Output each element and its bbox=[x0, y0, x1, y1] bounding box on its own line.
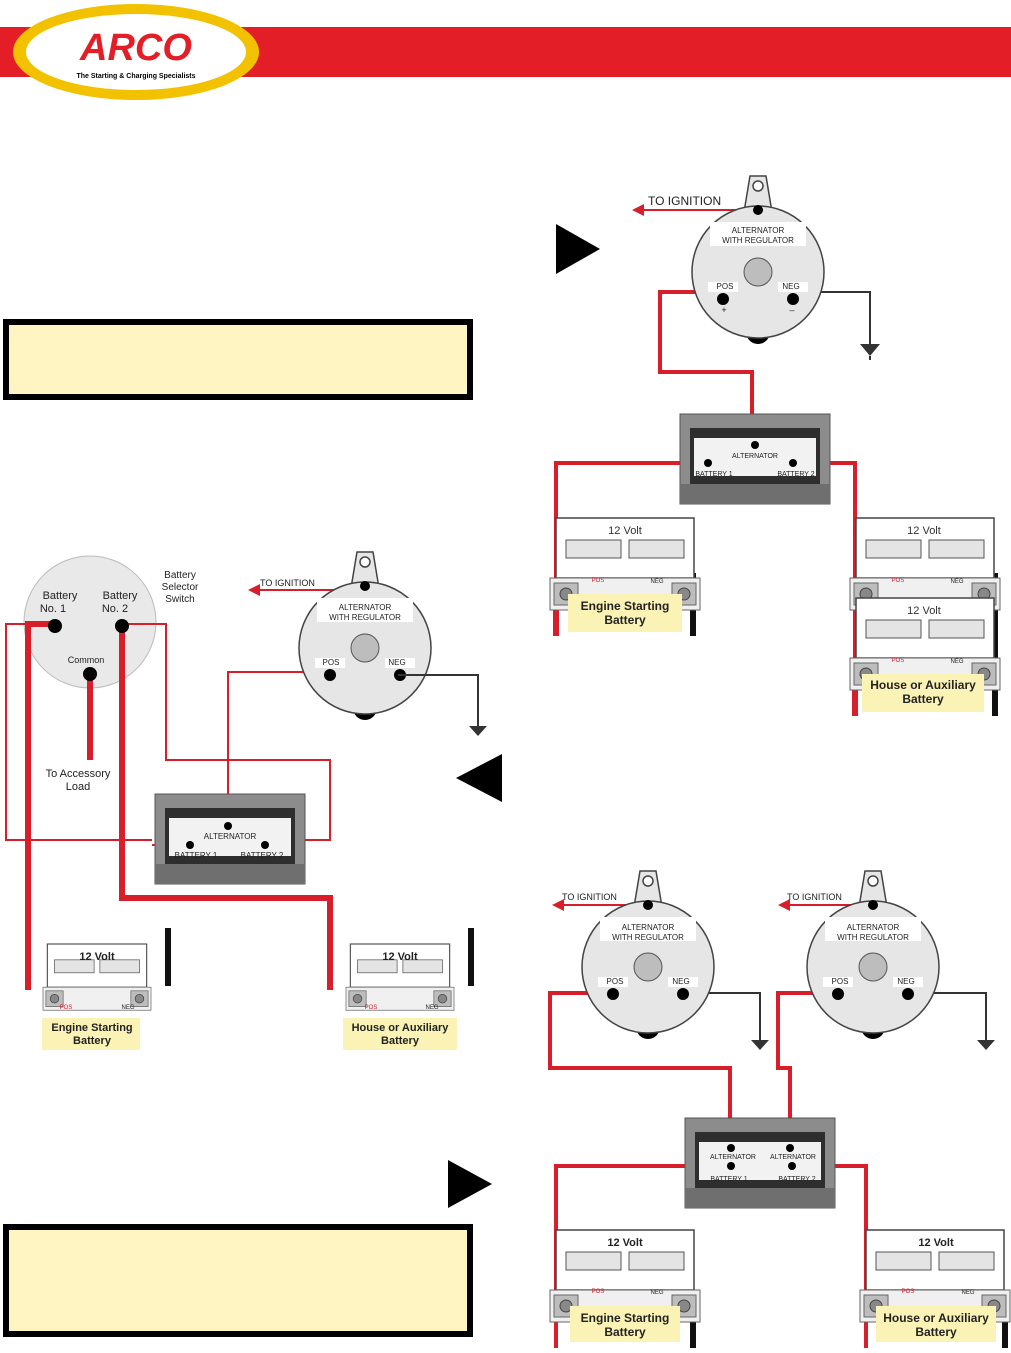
diagram-label: Common bbox=[68, 655, 105, 665]
note-box-top bbox=[3, 319, 473, 400]
diagram-label: House or Auxiliary bbox=[883, 1311, 989, 1325]
diagram-label: NEG bbox=[950, 579, 963, 585]
diagram-label: BATTERY 1 bbox=[175, 851, 218, 860]
diagram-label: ALTERNATOR bbox=[622, 923, 675, 932]
diagram-label: BATTERY 2 bbox=[777, 471, 814, 478]
diagram-label: Battery bbox=[381, 1035, 420, 1047]
diagram-label: 12 Volt bbox=[907, 605, 941, 617]
diagram-label: TO IGNITION bbox=[787, 892, 842, 902]
diagram-label: To Accessory bbox=[46, 768, 111, 780]
diagram-label: ALTERNATOR bbox=[204, 832, 257, 841]
diagram-label: ALTERNATOR bbox=[732, 453, 778, 460]
diagram-dual-alternator: TO IGNITION ALTERNATOR WITH REGULATOR PO… bbox=[548, 870, 1011, 1348]
arrow-left-icon bbox=[778, 899, 790, 911]
diagram-label: NEG bbox=[650, 1290, 663, 1296]
isolator-dual bbox=[684, 1117, 836, 1209]
arrow-left-icon bbox=[552, 899, 564, 911]
diagram-label: ALTERNATOR bbox=[770, 1154, 816, 1161]
diagram-label: Battery bbox=[604, 613, 646, 627]
diagram-label: House or Auxiliary bbox=[352, 1022, 450, 1034]
diagram-label: TO IGNITION bbox=[648, 194, 721, 208]
diagram-isolator-single-alternator: TO IGNITION ALTERNATOR WITH REGULATOR PO… bbox=[549, 175, 1001, 716]
diagram-label: POS bbox=[607, 977, 624, 986]
diagram-label: POS bbox=[902, 1289, 915, 1295]
wire-pos-to-isolator bbox=[658, 290, 754, 448]
diagram-label: POS bbox=[592, 578, 605, 584]
diagram-label: 12 Volt bbox=[382, 951, 418, 963]
diagram-label: Battery bbox=[73, 1035, 112, 1047]
diagram-label: POS bbox=[592, 1289, 605, 1295]
diagram-label: WITH REGULATOR bbox=[612, 933, 684, 942]
diagram-label: Battery bbox=[902, 692, 944, 706]
diagram-label: House or Auxiliary bbox=[870, 678, 976, 692]
diagram-label: WITH REGULATOR bbox=[329, 613, 401, 622]
arrow-left-icon bbox=[632, 204, 644, 216]
diagram-label: POS bbox=[892, 578, 905, 584]
diagram-label: NEG bbox=[672, 977, 689, 986]
ground-icon bbox=[977, 1040, 995, 1050]
diagram-label: ALTERNATOR bbox=[710, 1154, 756, 1161]
diagram-label: ALTERNATOR bbox=[339, 603, 392, 612]
diagram-label: Battery bbox=[164, 570, 196, 581]
logo-tagline: The Starting & Charging Specialists bbox=[76, 73, 195, 80]
diagram-label: No. 2 bbox=[102, 603, 128, 615]
diagram-label: Switch bbox=[165, 594, 194, 605]
diagram-label: NEG bbox=[961, 1290, 974, 1296]
diagram-label: POS bbox=[832, 977, 849, 986]
diagram-label: Battery bbox=[604, 1325, 646, 1339]
diagram-label: NEG bbox=[950, 659, 963, 665]
diagram-label: Selector bbox=[162, 582, 199, 593]
diagram-label: NEG bbox=[782, 282, 799, 291]
ground-icon bbox=[469, 726, 487, 736]
diagram-label: POS bbox=[365, 1005, 378, 1011]
diagram-label: 12 Volt bbox=[907, 525, 941, 537]
diagram-label: WITH REGULATOR bbox=[837, 933, 909, 942]
diagram-label: NEG bbox=[425, 1005, 438, 1011]
diagram-label: NEG bbox=[897, 977, 914, 986]
diagram-label: TO IGNITION bbox=[260, 578, 315, 588]
diagram-label: TO IGNITION bbox=[562, 892, 617, 902]
diagram-label: Battery bbox=[915, 1325, 957, 1339]
diagram-label: – bbox=[789, 305, 794, 315]
diagram-label: BATTERY 1 bbox=[695, 471, 732, 478]
ground-icon bbox=[860, 344, 880, 356]
diagram-label: 12 Volt bbox=[608, 525, 642, 537]
diagram-label: WITH REGULATOR bbox=[722, 236, 794, 245]
diagram-label: Engine Starting bbox=[581, 599, 670, 613]
diagram-label: Engine Starting bbox=[581, 1311, 670, 1325]
diagram-label: POS bbox=[892, 658, 905, 664]
diagram-label: + bbox=[721, 305, 726, 315]
diagram-label: ALTERNATOR bbox=[847, 923, 900, 932]
diagram-label: NEG bbox=[121, 1005, 134, 1011]
diagram-label: ALTERNATOR bbox=[732, 226, 785, 235]
diagram-label: POS bbox=[323, 658, 340, 667]
diagram-label: BATTERY 2 bbox=[241, 851, 284, 860]
diagram-label: POS bbox=[717, 282, 734, 291]
diagram-label: 12 Volt bbox=[607, 1237, 643, 1249]
diagram-label: BATTERY 1 bbox=[710, 1176, 747, 1183]
logo-text: ARCO bbox=[79, 27, 192, 69]
pointer-right-arrow-icon bbox=[556, 224, 600, 274]
arco-logo: ARCO The Starting & Charging Specialists bbox=[13, 4, 259, 100]
alternator bbox=[298, 551, 432, 721]
diagram-label: Load bbox=[66, 781, 90, 793]
diagram-label: Engine Starting bbox=[51, 1022, 132, 1034]
diagram-label: Battery bbox=[43, 590, 78, 602]
diagram-label: NEG bbox=[650, 579, 663, 585]
note-box-bottom bbox=[3, 1224, 473, 1337]
diagram-label: POS bbox=[60, 1005, 73, 1011]
diagram-label: No. 1 bbox=[40, 603, 66, 615]
diagram-label: 12 Volt bbox=[918, 1237, 954, 1249]
pointer-right-arrow-icon bbox=[448, 1160, 492, 1208]
pointer-left-arrow-icon bbox=[456, 754, 502, 802]
arrow-left-icon bbox=[248, 584, 260, 596]
diagram-label: 12 Volt bbox=[79, 951, 115, 963]
ground-icon bbox=[751, 1040, 769, 1050]
diagram-label: BATTERY 2 bbox=[778, 1176, 815, 1183]
diagram-label: NEG bbox=[388, 658, 405, 667]
diagram-label: Battery bbox=[103, 590, 138, 602]
diagram-selector-switch: Battery No. 1 Battery No. 2 Common Batte… bbox=[5, 551, 487, 1050]
